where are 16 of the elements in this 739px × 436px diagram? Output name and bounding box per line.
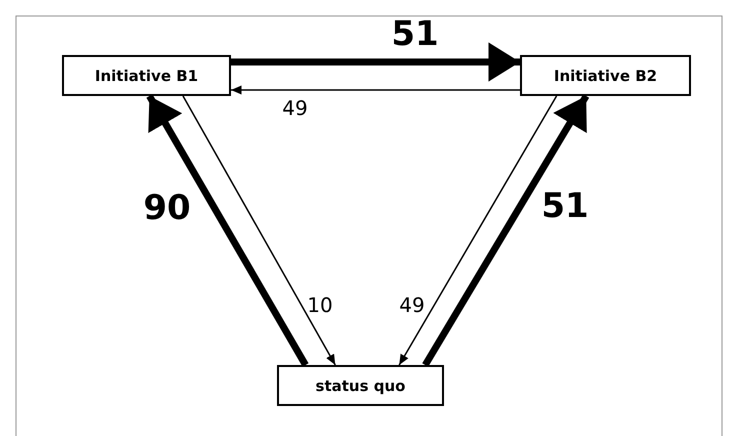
edge-label: 51: [541, 186, 589, 226]
edge-label: 49: [282, 96, 308, 120]
edge-label: 10: [307, 293, 333, 317]
edge-label: 49: [399, 293, 425, 317]
node-box: [277, 365, 444, 406]
arrow: [146, 94, 309, 367]
arrow: [231, 86, 520, 94]
arrow: [231, 42, 520, 82]
node-box: [62, 55, 231, 96]
edge-label: 51: [391, 14, 439, 54]
arrow: [182, 96, 336, 366]
node-label: Initiative B1: [94, 66, 198, 84]
node-label: status quo: [316, 376, 406, 394]
edge-label: 90: [143, 188, 191, 228]
node-label: Initiative B2: [554, 66, 658, 84]
node-box: [520, 55, 691, 96]
